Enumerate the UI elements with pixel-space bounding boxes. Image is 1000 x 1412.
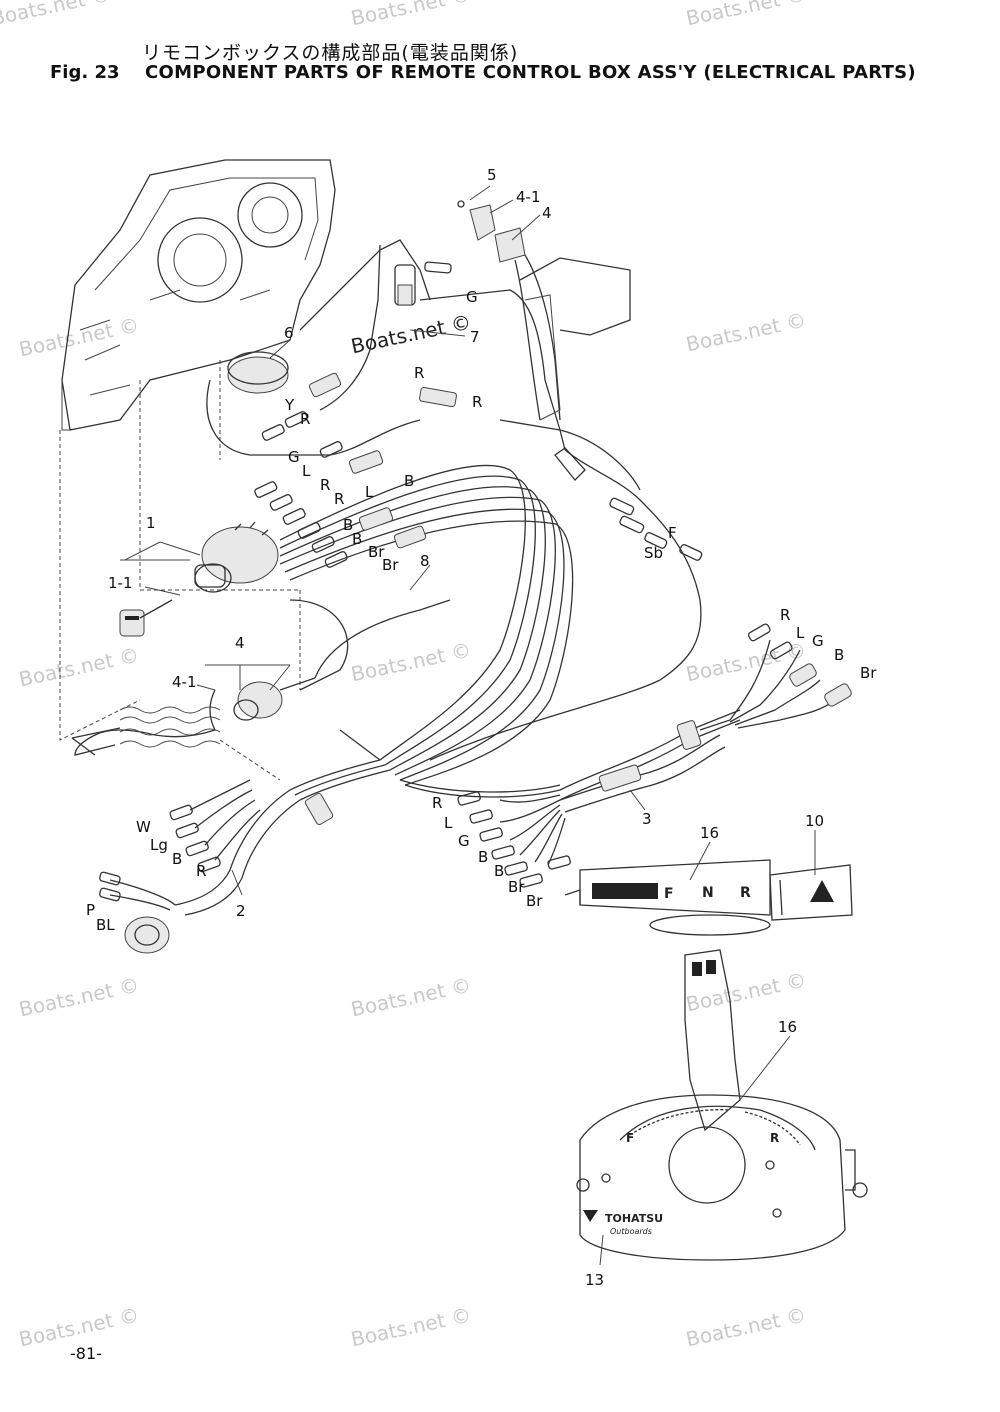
wire-label: Br [382, 556, 399, 574]
wire-label: Br [860, 664, 877, 682]
wire-label: W [136, 818, 151, 836]
wire-label: G [288, 448, 300, 466]
wire-label: G [812, 632, 824, 650]
wire-label: Lg [150, 836, 168, 854]
wire-label: G [466, 288, 478, 306]
brand-name: TOHATSU [605, 1212, 663, 1225]
wire-label: R [300, 410, 310, 428]
wire-label: Br [508, 878, 525, 896]
callout-5: 4 [542, 204, 552, 222]
wire-label: Br [368, 543, 385, 561]
stop-switch [233, 677, 316, 721]
wire-label: B [343, 516, 353, 534]
wire-labels-left: W Lg B R P BL [86, 818, 206, 934]
callout-6: 4-1 [516, 188, 541, 206]
wire-label: R [472, 393, 482, 411]
extension-harness-3 [457, 623, 852, 888]
callout-4-1: 4-1 [172, 673, 197, 691]
wire-label: L [796, 624, 805, 642]
main-switch [194, 521, 279, 593]
callout-7: 5 [487, 166, 497, 184]
page-number: -81- [70, 1344, 102, 1363]
callout-1: 1 [146, 514, 156, 532]
gear-letter-n: N [702, 885, 714, 901]
wire-label: R [334, 490, 344, 508]
figure-number: Fig. 23 [50, 62, 120, 83]
callout-12: 8 [420, 552, 430, 570]
wire-label: B [404, 472, 414, 490]
callout-1-1: 1-1 [108, 574, 133, 592]
harness-plug-2 [99, 779, 334, 954]
callout-3: 3 [642, 810, 652, 828]
wire-label: L [302, 462, 311, 480]
callout-2: 2 [236, 902, 246, 920]
wire-label: B [834, 646, 844, 664]
callout-8: 6 [284, 324, 294, 342]
callout-labels: 5 4-1 4 6 7 8 1 1-1 4 4-1 2 3 16 10 16 1… [108, 166, 824, 1289]
callout-14: 13 [585, 1271, 604, 1289]
lever-letter-r: R [770, 1131, 779, 1145]
neutral-switch-parts [394, 200, 631, 421]
callout-4: 4 [235, 634, 245, 652]
control-box-housing [59, 159, 336, 781]
wire-label: G [458, 832, 470, 850]
wire-label: R [196, 862, 206, 880]
wire-label: R [432, 794, 442, 812]
wire-label: Sb [644, 544, 663, 562]
callout-13: 10 [805, 812, 824, 830]
gear-letter-r: R [740, 885, 751, 901]
wire-label: F [668, 524, 677, 542]
wire-label: B [352, 530, 362, 548]
japanese-title: リモコンボックスの構成部品(電装品関係) [142, 42, 519, 64]
wire-label: B [478, 848, 488, 866]
wire-label: P [86, 901, 95, 919]
wire-label: L [444, 814, 453, 832]
wire-labels-center: R L G B B Br Br [432, 794, 543, 910]
buzzer [227, 351, 289, 394]
trim-label-13 [769, 864, 853, 921]
nameplate-15: F N R [564, 859, 771, 936]
wire-label: L [365, 483, 374, 501]
key [119, 599, 173, 637]
wire-label: BL [96, 916, 115, 934]
lanyard-cord [71, 689, 221, 756]
wire-label: R [414, 364, 424, 382]
brand-subtitle: Outboards [610, 1227, 652, 1236]
callout-10: 7 [470, 328, 480, 346]
wire-label: B [494, 862, 504, 880]
gear-letter-f: F [664, 886, 674, 902]
wire-labels-right: R L G B Br [780, 606, 877, 682]
connectors [254, 261, 703, 568]
wire-label: B [172, 850, 182, 868]
callout-16: 16 [778, 1018, 797, 1036]
wire-label: R [320, 476, 330, 494]
wire-labels-upper: G R Y R R G L R R L B B B Br Br F Sb [284, 288, 677, 574]
wire-label: Br [526, 892, 543, 910]
wire-label: Y [284, 396, 295, 414]
callout-15: 16 [700, 824, 719, 842]
lever-letter-f: F [626, 1131, 634, 1145]
leader-lines [120, 185, 816, 1266]
figure-title: COMPONENT PARTS OF REMOTE CONTROL BOX AS… [145, 62, 916, 83]
control-lever-box: TOHATSU Outboards F R [576, 949, 868, 1261]
wire-label: R [780, 606, 790, 624]
